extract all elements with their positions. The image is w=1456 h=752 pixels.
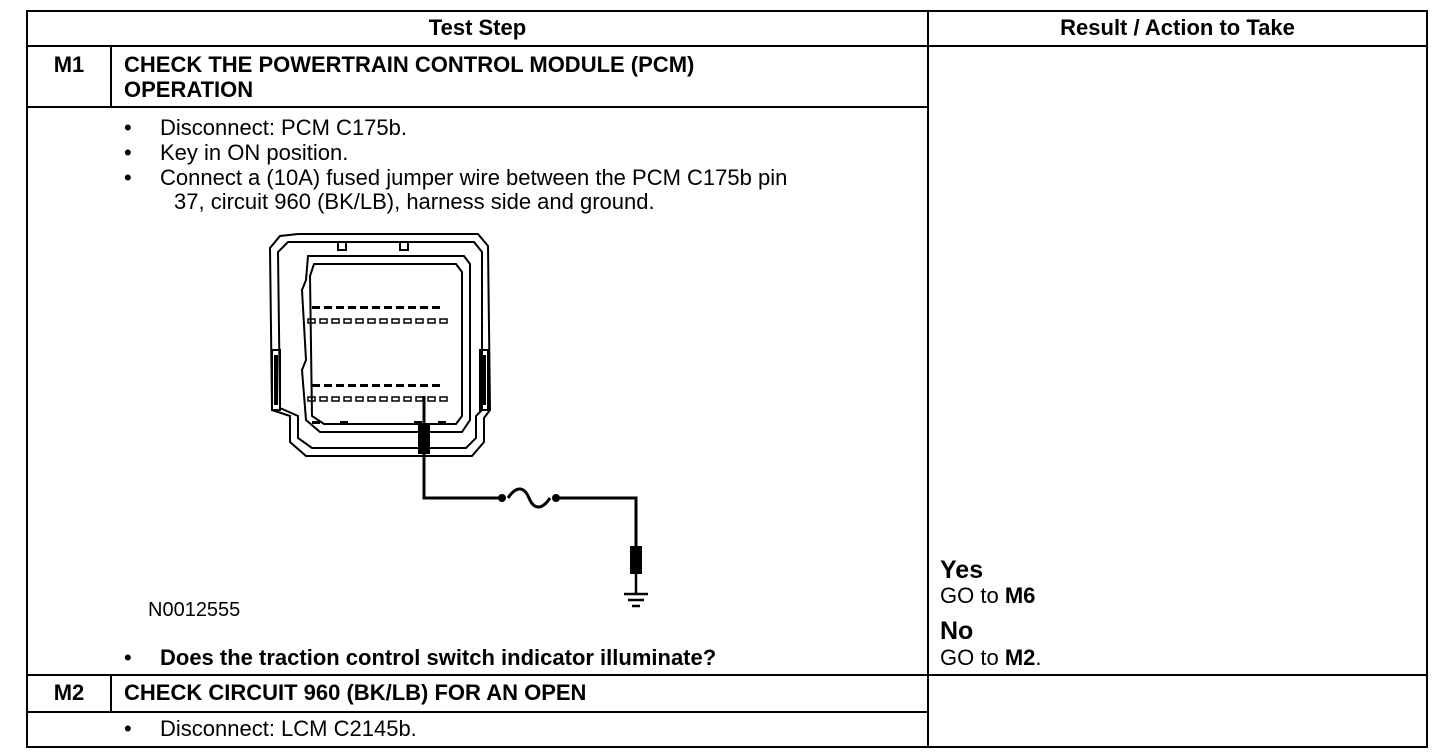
column-divider xyxy=(927,10,929,748)
instruction-key-on: Key in ON position. xyxy=(160,140,349,165)
result-yes-action: GO to M6 xyxy=(940,583,1035,608)
bullet: • xyxy=(124,115,132,140)
m1-title-divider xyxy=(26,106,928,108)
connector-cavity xyxy=(300,255,471,433)
bullet: • xyxy=(124,165,132,190)
m2-title-divider xyxy=(26,711,928,713)
step-id-m2: M2 xyxy=(53,680,85,705)
pin-row-bottom-2 xyxy=(307,396,448,402)
header-result-action: Result / Action to Take xyxy=(1060,15,1295,40)
probe-tip xyxy=(418,424,430,454)
table-border-bottom xyxy=(26,746,1428,748)
fuse-symbol xyxy=(506,487,552,509)
connector-shell-inner xyxy=(276,241,483,449)
table-border-right xyxy=(1426,10,1428,748)
instruction-connect-jumper: Connect a (10A) fused jumper wire betwee… xyxy=(160,165,788,190)
latch-right xyxy=(479,349,489,411)
pin-row-bottom-3 xyxy=(312,421,446,424)
connector-top-notch xyxy=(337,242,409,251)
bullet: • xyxy=(124,140,132,165)
goto-step-m6[interactable]: M6 xyxy=(1004,583,1036,608)
step-title-m2: CHECK CIRCUIT 960 (BK/LB) FOR AN OPEN xyxy=(124,680,587,705)
m1-id-divider xyxy=(110,45,112,108)
step-title-m1-line2: OPERATION xyxy=(124,77,254,102)
m2-id-divider xyxy=(110,674,112,713)
goto-prefix: GO to xyxy=(940,583,999,608)
result-no-action: GO to M2. xyxy=(940,645,1042,670)
goto-suffix: . xyxy=(1035,645,1042,670)
instruction-disconnect-lcm: Disconnect: LCM C2145b. xyxy=(160,716,417,741)
table-border-top xyxy=(26,10,1428,12)
pin-row-top-1 xyxy=(312,306,440,309)
connector-shell-outer xyxy=(268,233,492,457)
goto-step-m2[interactable]: M2 xyxy=(1004,645,1036,670)
m1-m2-row-divider xyxy=(26,674,1428,676)
goto-prefix: GO to xyxy=(940,645,999,670)
bullet: • xyxy=(124,645,132,670)
result-yes-label: Yes xyxy=(940,556,984,584)
result-no-label: No xyxy=(940,617,974,645)
ground-symbol xyxy=(624,574,648,608)
step-question-m1: Does the traction control switch indicat… xyxy=(160,645,717,670)
step-title-m1-line1: CHECK THE POWERTRAIN CONTROL MODULE (PCM… xyxy=(124,52,695,77)
header-test-step: Test Step xyxy=(428,15,527,40)
ground-clip xyxy=(630,546,642,574)
figure-id: N0012555 xyxy=(148,599,241,621)
instruction-connect-jumper-cont: 37, circuit 960 (BK/LB), harness side an… xyxy=(174,189,655,214)
latch-left xyxy=(271,349,281,411)
jumper-wire xyxy=(422,450,502,500)
bullet: • xyxy=(124,716,132,741)
pin-row-top-2 xyxy=(307,318,448,324)
jumper-wire-right xyxy=(556,496,638,550)
step-id-m1: M1 xyxy=(53,52,85,77)
pcm-connector-diagram xyxy=(268,233,648,608)
header-row-divider xyxy=(26,45,1428,47)
connector-cavity-inner xyxy=(308,263,463,425)
pin-row-bottom-1 xyxy=(312,384,440,387)
instruction-disconnect-pcm: Disconnect: PCM C175b. xyxy=(160,115,407,140)
table-border-left xyxy=(26,10,28,748)
